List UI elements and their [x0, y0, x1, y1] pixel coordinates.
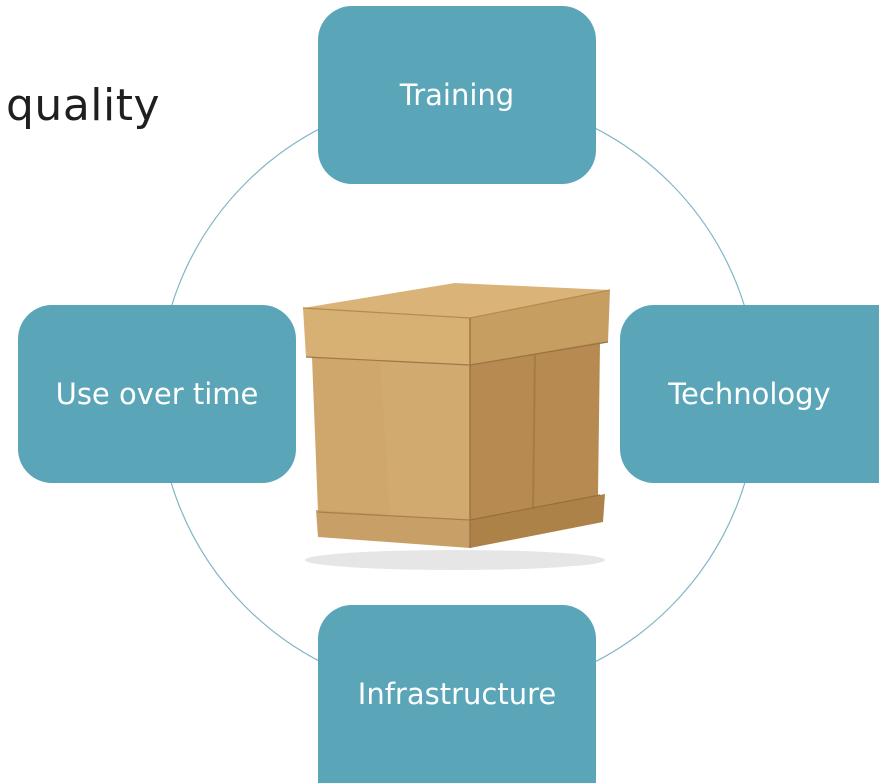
slide-heading: quality: [6, 80, 161, 131]
node-technology: Technology: [620, 305, 879, 483]
node-training: Training: [318, 6, 596, 184]
node-use-over-time: Use over time: [18, 305, 296, 483]
node-infrastructure: Infrastructure: [318, 605, 596, 783]
cardboard-box-image: [302, 283, 611, 570]
